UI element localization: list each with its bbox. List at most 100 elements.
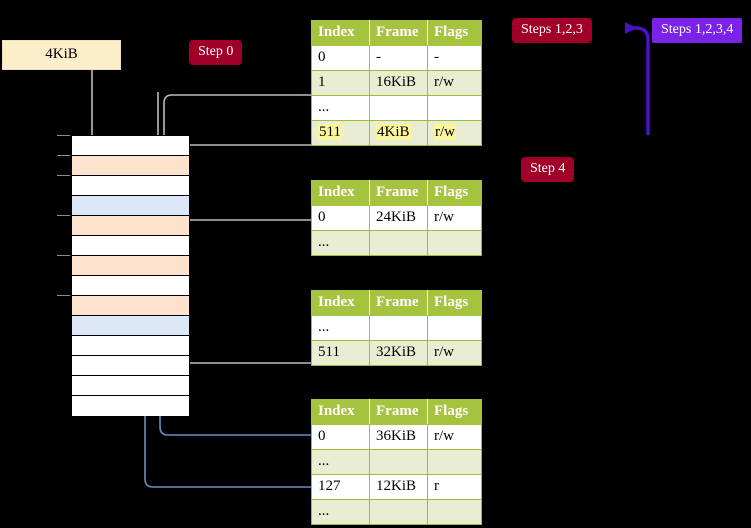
column-header-index: Index xyxy=(311,290,370,316)
memory-frame-row xyxy=(72,336,189,356)
table-cell-flags: r/w xyxy=(427,70,482,96)
highlighted-value: 511 xyxy=(318,124,342,140)
column-header-frame: Frame xyxy=(369,180,428,206)
column-header-frame: Frame xyxy=(369,290,428,316)
table-row: 0-- xyxy=(311,45,482,71)
table-cell-frame: 4KiB xyxy=(369,120,428,146)
memory-frame-row xyxy=(72,296,189,316)
column-header-index: Index xyxy=(311,20,370,46)
table-cell-index: 511 xyxy=(311,120,370,146)
memory-row-tick xyxy=(57,135,70,136)
badge-step-4: Step 4 xyxy=(521,157,575,182)
memory-frame-row xyxy=(72,276,189,296)
table-cell-flags xyxy=(427,449,482,475)
table-cell-index: 0 xyxy=(311,45,370,71)
table-row: ... xyxy=(311,499,482,525)
table-cell-frame xyxy=(369,449,428,475)
badge-steps-123: Steps 1,2,3 xyxy=(512,18,592,43)
table-cell-frame xyxy=(369,95,428,121)
memory-row-tick xyxy=(57,255,70,256)
highlighted-value: 4KiB xyxy=(376,124,411,140)
memory-frame-row xyxy=(72,176,189,196)
table-cell-frame xyxy=(369,230,428,256)
wire-l1-row511-to-memory xyxy=(169,144,311,161)
table-cell-flags: r/w xyxy=(427,120,482,146)
table-cell-frame: 16KiB xyxy=(369,70,428,96)
column-header-flags: Flags xyxy=(427,290,482,316)
table-cell-flags xyxy=(427,95,482,121)
memory-row-tick xyxy=(57,295,70,296)
table-cell-frame xyxy=(369,315,428,341)
table-cell-frame: - xyxy=(369,45,428,71)
table-cell-index: 0 xyxy=(311,205,370,231)
memory-frame-row xyxy=(72,216,189,236)
column-header-flags: Flags xyxy=(427,180,482,206)
table-cell-flags: r/w xyxy=(427,205,482,231)
table-cell-index: ... xyxy=(311,95,370,121)
badge-step-0: Step 0 xyxy=(189,40,243,65)
table-row: ... xyxy=(311,95,482,121)
table-cell-flags: r/w xyxy=(427,424,482,450)
badge-steps-1234: Steps 1,2,3,4 xyxy=(652,18,743,43)
table-cell-index: ... xyxy=(311,230,370,256)
memory-column xyxy=(71,135,190,416)
table-cell-index: 0 xyxy=(311,424,370,450)
table-cell-index: ... xyxy=(311,499,370,525)
table-cell-index: 1 xyxy=(311,70,370,96)
table-cell-flags xyxy=(427,499,482,525)
table-cell-index: 127 xyxy=(311,474,370,500)
memory-frame-row xyxy=(72,396,189,416)
column-header-frame: Frame xyxy=(369,20,428,46)
memory-frame-row xyxy=(72,156,189,176)
table-cell-flags: r/w xyxy=(427,340,482,366)
memory-row-tick xyxy=(57,155,70,156)
memory-frame-row xyxy=(72,356,189,376)
column-header-flags: Flags xyxy=(427,20,482,46)
table-row: ... xyxy=(311,230,482,256)
table-row: ... xyxy=(311,449,482,475)
table-cell-index: 511 xyxy=(311,340,370,366)
highlighted-value: r/w xyxy=(434,124,456,140)
memory-frame-row xyxy=(72,376,189,396)
column-header-index: Index xyxy=(311,180,370,206)
memory-frame-row xyxy=(72,136,189,156)
table-cell-flags: r xyxy=(427,474,482,500)
table-cell-index: ... xyxy=(311,449,370,475)
table-row: 511 4KiB r/w xyxy=(311,120,482,146)
memory-size-label: 4KiB xyxy=(2,40,121,70)
memory-row-tick xyxy=(57,175,70,176)
wire-l2-row0-to-memory xyxy=(175,219,311,252)
table-cell-frame: 32KiB xyxy=(369,340,428,366)
memory-frame-row xyxy=(72,196,189,216)
table-cell-frame xyxy=(369,499,428,525)
memory-frame-row xyxy=(72,316,189,336)
table-cell-flags xyxy=(427,315,482,341)
table-cell-flags xyxy=(427,230,482,256)
memory-frame-row xyxy=(72,236,189,256)
memory-frame-row xyxy=(72,256,189,276)
table-cell-frame: 24KiB xyxy=(369,205,428,231)
memory-row-tick xyxy=(57,215,70,216)
column-header-flags: Flags xyxy=(427,399,482,425)
wire-l3-row511-to-memory xyxy=(175,318,311,364)
table-cell-frame: 36KiB xyxy=(369,424,428,450)
column-header-index: Index xyxy=(311,399,370,425)
table-cell-flags: - xyxy=(427,45,482,71)
table-cell-frame: 12KiB xyxy=(369,474,428,500)
table-row: ... xyxy=(311,315,482,341)
wire-violet-return xyxy=(625,22,650,135)
